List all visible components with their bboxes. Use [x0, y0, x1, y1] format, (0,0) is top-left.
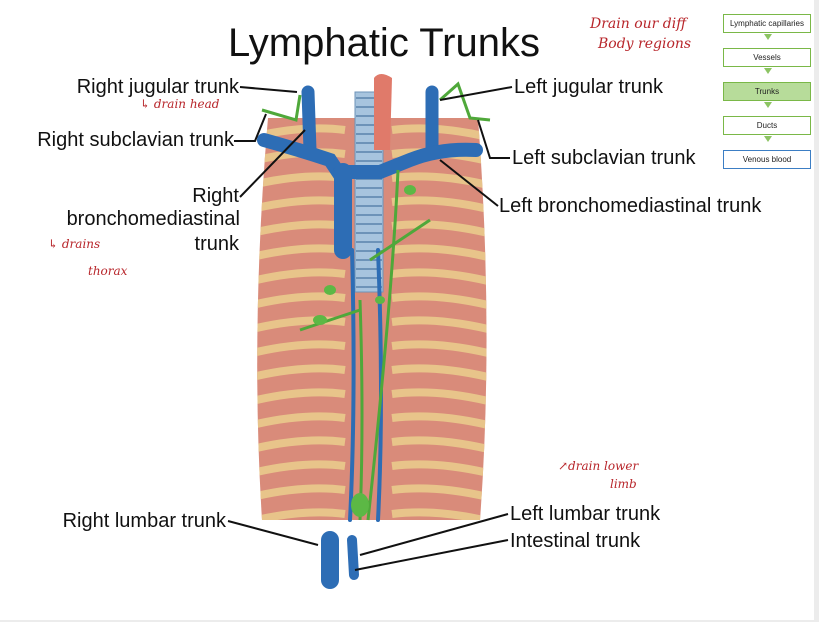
slide-title: Lymphatic Trunks — [228, 20, 540, 66]
label-intestinal-trunk: Intestinal trunk — [510, 530, 640, 552]
note-drain-lower-limb-line2: limb — [610, 478, 637, 491]
flowchart-vessels: Vessels — [723, 48, 811, 67]
label-right-bronchomediastinal-trunk-line1: Right — [150, 185, 239, 207]
flowchart-ducts: Ducts — [723, 116, 811, 135]
label-right-bronchomediastinal-trunk-line3: trunk — [150, 233, 239, 255]
artery — [374, 74, 392, 150]
flowchart-venous-blood: Venous blood — [723, 150, 811, 169]
flowchart-arrow — [764, 34, 772, 40]
note-drain-diff-line1: Drain our diff — [590, 18, 686, 31]
note-drain-lower-limb-line1: ↗drain lower — [558, 460, 638, 473]
label-left-bronchomediastinal-trunk: Left bronchomediastinal trunk — [499, 195, 761, 217]
label-right-jugular-trunk: Right jugular trunk — [55, 76, 239, 98]
label-left-jugular-trunk: Left jugular trunk — [514, 76, 663, 98]
note-drains-thorax-line1: ↳ drains — [48, 238, 100, 251]
flowchart-lymphatic-capillaries: Lymphatic capillaries — [723, 14, 811, 33]
note-drains-thorax-line2: thorax — [88, 265, 127, 278]
flowchart-arrow — [764, 68, 772, 74]
note-drain-head: ↳ drain head — [140, 98, 220, 111]
label-right-lumbar-trunk: Right lumbar trunk — [30, 510, 226, 532]
flowchart-arrow — [764, 136, 772, 142]
label-left-subclavian-trunk: Left subclavian trunk — [512, 147, 695, 169]
label-left-lumbar-trunk: Left lumbar trunk — [510, 503, 660, 525]
flowchart-arrow — [764, 102, 772, 108]
flowchart-trunks: Trunks — [723, 82, 811, 101]
label-right-bronchomediastinal-trunk-line2: bronchomediastinal — [40, 208, 240, 230]
label-right-subclavian-trunk: Right subclavian trunk — [10, 129, 234, 151]
note-drain-diff-line2: Body regions — [598, 38, 691, 51]
